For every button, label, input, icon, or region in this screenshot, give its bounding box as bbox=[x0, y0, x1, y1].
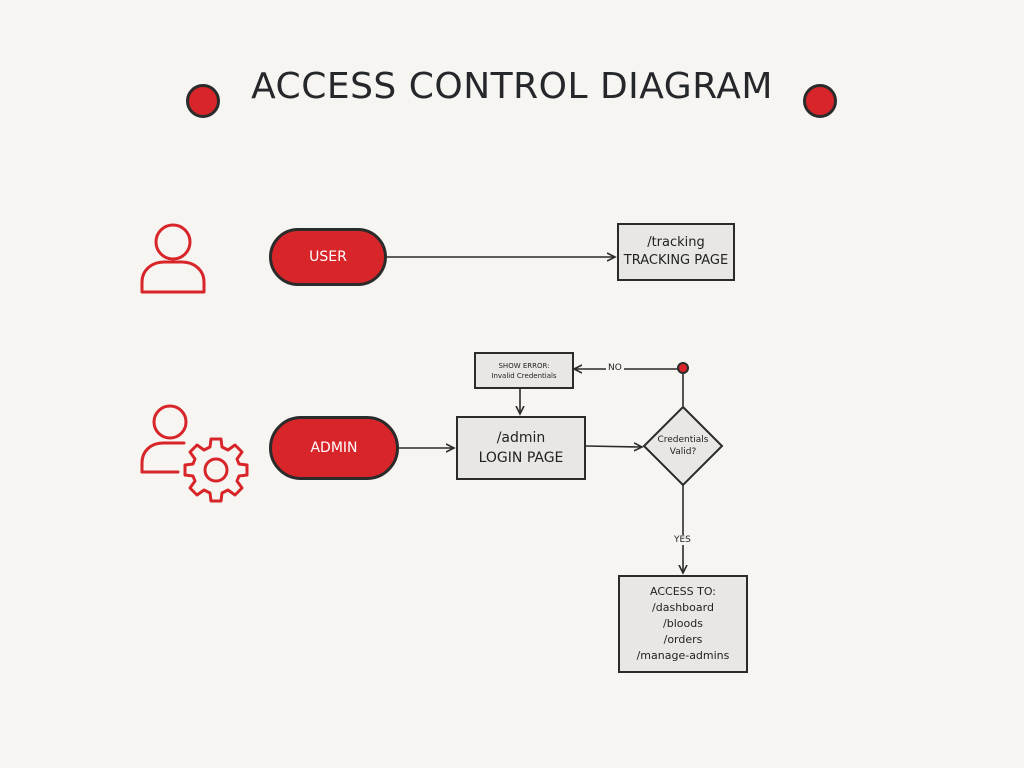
decision-line-2: Valid? bbox=[669, 447, 697, 457]
access-item-bloods: /bloods bbox=[663, 617, 703, 630]
person-gear-icon bbox=[140, 404, 249, 503]
edge-label-no: NO bbox=[606, 363, 624, 373]
edge-login-decision bbox=[585, 446, 642, 447]
tracking-page-box: /tracking TRACKING PAGE bbox=[617, 223, 735, 281]
access-item-manage-admins: /manage-admins bbox=[636, 649, 730, 662]
access-item-orders: /orders bbox=[663, 633, 703, 646]
access-heading: ACCESS TO: bbox=[650, 585, 716, 598]
junction-dot bbox=[677, 362, 689, 374]
login-label: LOGIN PAGE bbox=[478, 450, 564, 466]
decision-diamond bbox=[642, 405, 724, 487]
error-heading: SHOW ERROR: bbox=[498, 361, 550, 370]
user-node: USER bbox=[269, 228, 387, 286]
tracking-label: TRACKING PAGE bbox=[623, 253, 729, 268]
tracking-route: /tracking bbox=[647, 235, 705, 250]
access-item-dashboard: /dashboard bbox=[652, 601, 714, 614]
decision-node: Credentials Valid? bbox=[646, 434, 720, 458]
person-icon bbox=[140, 223, 206, 294]
error-box: SHOW ERROR: Invalid Credentials bbox=[474, 352, 574, 389]
edge-label-yes: YES bbox=[672, 535, 693, 545]
login-page-box: /admin LOGIN PAGE bbox=[456, 416, 586, 480]
admin-node: ADMIN bbox=[269, 416, 399, 480]
title-dot-left bbox=[186, 84, 220, 118]
login-route: /admin bbox=[496, 430, 546, 446]
access-box: ACCESS TO: /dashboard /bloods /orders /m… bbox=[618, 575, 748, 673]
decision-line-1: Credentials bbox=[657, 435, 709, 445]
edge-decision-no-error bbox=[574, 369, 684, 406]
title-dot-right bbox=[803, 84, 837, 118]
error-message: Invalid Credentials bbox=[491, 371, 557, 380]
diagram-title: ACCESS CONTROL DIAGRAM bbox=[251, 66, 773, 107]
